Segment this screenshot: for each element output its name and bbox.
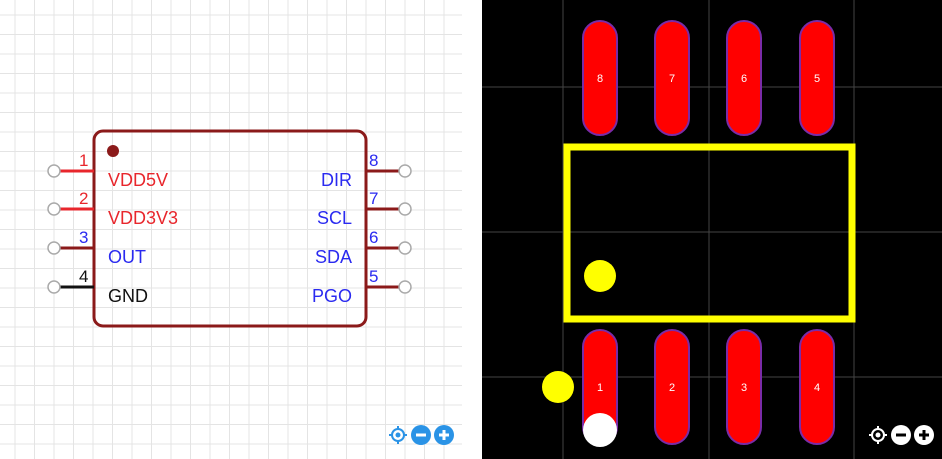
pin-5-endpoint[interactable] [398, 280, 412, 294]
pin-3-number: 3 [79, 228, 88, 247]
pad-7-label: 7 [669, 73, 675, 85]
pin-1-endpoint[interactable] [47, 164, 61, 178]
pin1-dot [107, 145, 119, 157]
pin-2-number: 2 [79, 189, 88, 208]
pad-5[interactable]: 5 [799, 20, 835, 136]
pin-6[interactable]: 6 SDA [315, 228, 412, 267]
pin-8-endpoint[interactable] [398, 164, 412, 178]
zoom-in-icon[interactable] [434, 425, 454, 445]
pad-6[interactable]: 6 [726, 20, 762, 136]
zoom-out-icon[interactable] [411, 425, 431, 445]
pin-6-number: 6 [369, 228, 378, 247]
pin-7-label: SCL [317, 208, 352, 228]
pad-3[interactable]: 3 [726, 329, 762, 445]
pad-8[interactable]: 8 [582, 20, 618, 136]
pad-3-label: 3 [741, 382, 747, 394]
pin-4-label: GND [108, 286, 148, 306]
pad-2-label: 2 [669, 382, 675, 394]
pin-7-number: 7 [369, 189, 378, 208]
pin-1-label: VDD5V [108, 170, 168, 190]
pad-1-indicator [583, 413, 617, 447]
pin-7[interactable]: 7 SCL [317, 189, 412, 228]
pin-6-label: SDA [315, 247, 352, 267]
pin-2-endpoint[interactable] [47, 202, 61, 216]
pad-8-label: 8 [597, 73, 603, 85]
locate-icon[interactable] [868, 425, 888, 445]
pin-5-number: 5 [369, 267, 378, 286]
pin-3-endpoint[interactable] [47, 241, 61, 255]
zoom-out-icon[interactable] [891, 425, 911, 445]
pad-7[interactable]: 7 [654, 20, 690, 136]
locate-icon[interactable] [388, 425, 408, 445]
schematic-grid [0, 0, 462, 459]
silkscreen-pin1-dot [584, 260, 616, 292]
pin-1-number: 1 [79, 151, 88, 170]
pin-2-label: VDD3V3 [108, 208, 178, 228]
component-body[interactable] [92, 129, 368, 328]
pad-2[interactable]: 2 [654, 329, 690, 445]
pin-8-label: DIR [321, 170, 352, 190]
pin-8[interactable]: 8 DIR [321, 151, 412, 190]
silkscreen-pin1-marker [542, 371, 574, 403]
pin-5[interactable]: 5 PGO [312, 267, 412, 306]
pcb-zoom-controls [868, 425, 934, 445]
pin-5-label: PGO [312, 286, 352, 306]
pad-1-label: 1 [597, 382, 603, 394]
pin-2[interactable]: 2 VDD3V3 [47, 189, 178, 228]
pad-6-label: 6 [741, 73, 747, 85]
pad-4-label: 4 [814, 382, 820, 394]
pin-3-label: OUT [108, 247, 146, 267]
pin-4-endpoint[interactable] [47, 280, 61, 294]
pin-4[interactable]: 4 GND [47, 267, 148, 306]
pin-1[interactable]: 1 VDD5V [47, 151, 168, 190]
pin-4-number: 4 [79, 267, 88, 286]
pin-8-number: 8 [369, 151, 378, 170]
pcb-canvas[interactable]: 8 7 6 5 1 2 3 [482, 0, 942, 459]
pad-5-label: 5 [814, 73, 820, 85]
zoom-in-icon[interactable] [914, 425, 934, 445]
pcb-view[interactable]: 8 7 6 5 1 2 3 [482, 0, 942, 459]
pad-4[interactable]: 4 [799, 329, 835, 445]
silkscreen-outline [563, 143, 856, 323]
pin-7-endpoint[interactable] [398, 202, 412, 216]
schematic-canvas[interactable]: 1 VDD5V 2 VDD3V3 3 OUT 4 GND 8 DIR [0, 0, 462, 459]
schematic-zoom-controls [388, 425, 454, 445]
pin-3[interactable]: 3 OUT [47, 228, 146, 267]
pin-6-endpoint[interactable] [398, 241, 412, 255]
schematic-view[interactable]: 1 VDD5V 2 VDD3V3 3 OUT 4 GND 8 DIR [0, 0, 462, 459]
